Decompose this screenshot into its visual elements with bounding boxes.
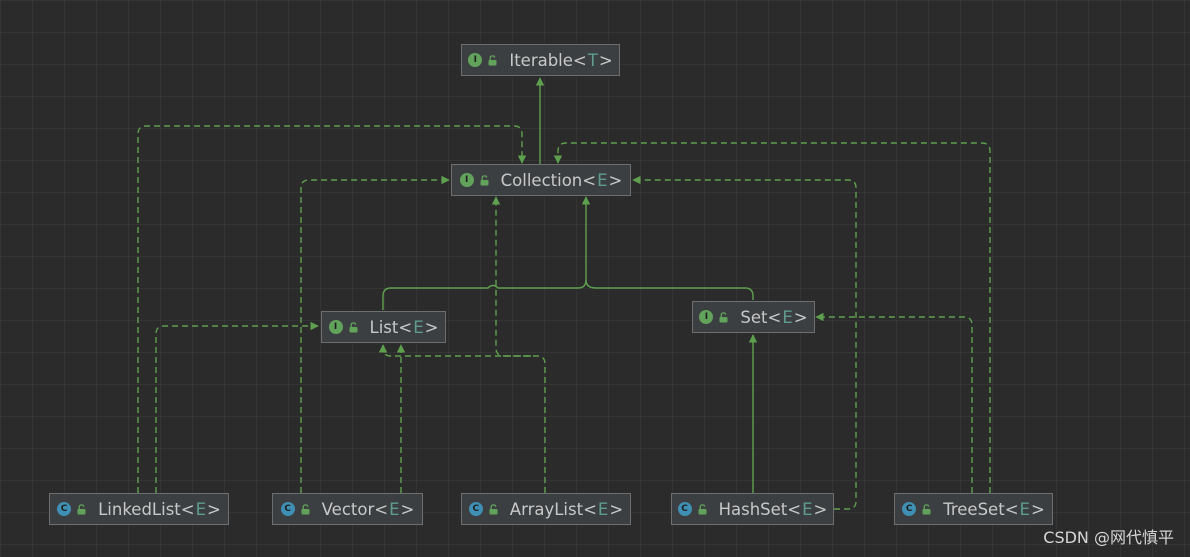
lock-open-icon xyxy=(719,308,728,327)
lock-open-icon xyxy=(77,500,86,519)
lock-open-icon xyxy=(698,500,707,519)
node-iterable[interactable]: I Iterable<T> xyxy=(461,44,620,76)
edge-arraylist-to-list xyxy=(378,344,531,357)
type-open: < xyxy=(1004,499,1019,519)
edge-arraylist-to-collection xyxy=(491,196,546,493)
class-badge: C xyxy=(280,502,295,516)
lock-open-icon xyxy=(349,318,358,337)
type-open: < xyxy=(583,499,597,519)
node-name: Vector xyxy=(321,499,375,519)
interface-badge: I xyxy=(468,53,483,67)
node-name: HashSet xyxy=(718,499,788,519)
type-close: > xyxy=(207,499,221,519)
node-hashset[interactable]: C HashSet<E> xyxy=(671,493,834,525)
lock-open-icon xyxy=(301,500,310,519)
type-close: > xyxy=(609,499,624,519)
type-param: E xyxy=(389,499,400,519)
class-badge: C xyxy=(57,502,72,516)
node-list[interactable]: I List<E> xyxy=(321,311,446,343)
type-param: E xyxy=(782,307,793,327)
interface-badge: I xyxy=(699,310,714,324)
node-name: Set xyxy=(740,307,768,327)
type-close: > xyxy=(400,499,415,519)
class-badge: C xyxy=(468,502,483,516)
type-param: E xyxy=(597,499,609,519)
class-badge: C xyxy=(902,502,917,516)
lock-open-icon xyxy=(922,500,931,519)
type-close: > xyxy=(598,50,613,70)
edge-vector-to-collection xyxy=(300,175,450,493)
csdn-watermark: CSDN @网代慎平 xyxy=(1043,528,1174,547)
type-open: < xyxy=(180,499,195,519)
edge-set-to-collection xyxy=(585,279,754,300)
type-open: < xyxy=(767,307,782,327)
edge-treeset-to-collection xyxy=(553,142,991,493)
node-name: Iterable xyxy=(509,50,573,70)
type-close: > xyxy=(424,317,439,337)
type-param: E xyxy=(1019,499,1030,519)
node-arraylist[interactable]: C ArrayList<E> xyxy=(461,493,631,525)
type-open: < xyxy=(398,317,413,337)
lock-open-icon xyxy=(488,51,497,70)
type-param: E xyxy=(802,499,813,519)
type-close: > xyxy=(1030,499,1045,519)
node-name: List xyxy=(369,317,399,337)
node-set[interactable]: I Set<E> xyxy=(692,301,815,333)
type-param: T xyxy=(587,50,598,70)
lock-open-icon xyxy=(489,500,498,519)
type-open: < xyxy=(787,499,802,519)
type-open: < xyxy=(374,499,389,519)
edge-hashset-to-collection xyxy=(632,175,857,510)
edge-list-to-collection xyxy=(382,196,591,310)
interface-badge: I xyxy=(459,173,474,187)
edge-linkedlist-to-list xyxy=(155,321,319,493)
edge-treeset-to-set xyxy=(815,312,973,493)
node-name: Collection xyxy=(500,170,583,190)
edge-linkedlist-to-collection xyxy=(137,125,527,493)
node-treeset[interactable]: C TreeSet<E> xyxy=(894,493,1053,525)
interface-badge: I xyxy=(328,320,343,334)
type-param: E xyxy=(597,170,608,190)
type-close: > xyxy=(608,170,623,190)
lock-open-icon xyxy=(480,171,489,190)
node-linkedlist[interactable]: C LinkedList<E> xyxy=(49,493,229,525)
type-open: < xyxy=(582,170,597,190)
type-open: < xyxy=(572,50,587,70)
node-name: TreeSet xyxy=(943,499,1005,519)
node-collection[interactable]: I Collection<E> xyxy=(451,164,631,196)
node-vector[interactable]: C Vector<E> xyxy=(272,493,423,525)
node-name: ArrayList xyxy=(509,499,584,519)
type-close: > xyxy=(813,499,828,519)
class-badge: C xyxy=(677,502,692,516)
type-param: E xyxy=(413,317,424,337)
node-name: LinkedList xyxy=(98,499,181,519)
type-close: > xyxy=(793,307,808,327)
type-param: E xyxy=(195,499,207,519)
